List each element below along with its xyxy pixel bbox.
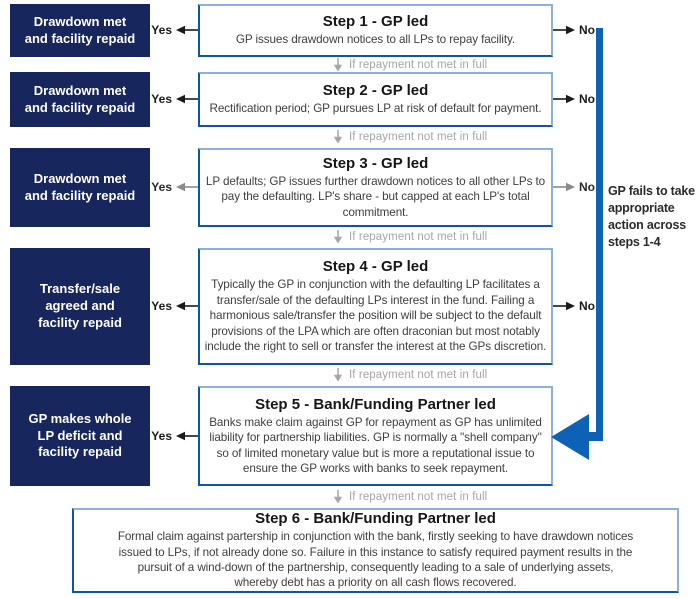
step-body-6: Formal claim against partership in conju…	[117, 530, 634, 590]
arrow-down-icon	[333, 58, 343, 72]
step-body-2: Rectification period; GP pursues LP at r…	[209, 102, 542, 116]
connector-label: If repayment not met in full	[349, 231, 488, 243]
arrow-down-icon	[333, 490, 343, 504]
step-title-2: Step 2 - GP led	[322, 82, 429, 100]
yes-connector-5: Yes	[148, 428, 198, 444]
connector-label: If repayment not met in full	[349, 491, 488, 503]
yes-connector-3: Yes	[148, 179, 198, 195]
no-connector-2: No	[553, 91, 595, 107]
arrow-left-icon	[176, 301, 198, 311]
repayment-connector-5: If repayment not met in full	[333, 489, 487, 505]
step-box-4: Step 4 - GP led Typically the GP in conj…	[198, 248, 553, 365]
step-body-1: GP issues drawdown notices to all LPs to…	[235, 33, 516, 47]
outcome-label-2: Drawdown met and facility repaid	[24, 82, 136, 115]
no-connector-4: No	[553, 298, 595, 314]
outcome-label-5: GP makes whole LP deficit and facility r…	[28, 410, 132, 460]
step-box-6: Step 6 - Bank/Funding Partner led Formal…	[72, 508, 679, 593]
outcome-label-1: Drawdown met and facility repaid	[24, 13, 136, 46]
side-note: GP fails to take appropriate action acro…	[608, 184, 695, 249]
no-connector-3: No	[553, 179, 595, 195]
outcome-box-3: Drawdown met and facility repaid	[10, 148, 150, 227]
repayment-connector-1: If repayment not met in full	[333, 57, 487, 73]
arrow-right-icon	[553, 301, 575, 311]
step-box-2: Step 2 - GP led Rectification period; GP…	[198, 72, 553, 127]
outcome-label-3: Drawdown met and facility repaid	[24, 170, 136, 203]
step-title-5: Step 5 - Bank/Funding Partner led	[255, 395, 496, 413]
step-body-3: LP defaults; GP issues further drawdown …	[205, 174, 546, 219]
repayment-connector-4: If repayment not met in full	[333, 367, 487, 383]
connector-label: If repayment not met in full	[349, 59, 488, 71]
arrow-right-icon	[553, 182, 575, 192]
connector-label: If repayment not met in full	[349, 369, 488, 381]
step-body-4: Typically the GP in conjunction with the…	[204, 278, 547, 354]
repayment-connector-3: If repayment not met in full	[333, 229, 487, 245]
no-label: No	[579, 92, 595, 106]
step-title-6: Step 6 - Bank/Funding Partner led	[255, 510, 496, 528]
escalation-line-elbow	[589, 432, 603, 441]
step-title-3: Step 3 - GP led	[322, 154, 429, 172]
no-label: No	[579, 180, 595, 194]
arrow-down-icon	[333, 230, 343, 244]
yes-connector-1: Yes	[148, 22, 198, 38]
step-body-5: Banks make claim against GP for repaymen…	[209, 415, 542, 475]
yes-label: Yes	[151, 429, 172, 443]
outcome-box-4: Transfer/sale agreed and facility repaid	[10, 248, 150, 365]
yes-label: Yes	[151, 92, 172, 106]
yes-label: Yes	[151, 299, 172, 313]
step-box-3: Step 3 - GP led LP defaults; GP issues f…	[198, 148, 553, 227]
arrow-left-icon	[176, 94, 198, 104]
yes-label: Yes	[151, 180, 172, 194]
outcome-box-5: GP makes whole LP deficit and facility r…	[10, 386, 150, 486]
step-box-5: Step 5 - Bank/Funding Partner led Banks …	[198, 386, 553, 486]
yes-connector-2: Yes	[148, 91, 198, 107]
step-box-1: Step 1 - GP led GP issues drawdown notic…	[198, 4, 553, 57]
arrow-down-icon	[333, 368, 343, 382]
step-title-4: Step 4 - GP led	[322, 258, 429, 276]
arrow-right-icon	[553, 25, 575, 35]
escalation-arrowhead-icon	[551, 414, 589, 460]
repayment-connector-2: If repayment not met in full	[333, 129, 487, 145]
yes-label: Yes	[151, 23, 172, 37]
arrow-right-icon	[553, 94, 575, 104]
escalation-line	[596, 28, 603, 441]
arrow-left-icon	[176, 431, 198, 441]
arrow-down-icon	[333, 130, 343, 144]
outcome-box-1: Drawdown met and facility repaid	[10, 4, 150, 57]
outcome-label-4: Transfer/sale agreed and facility repaid	[38, 281, 122, 330]
arrow-left-icon	[176, 182, 198, 192]
connector-label: If repayment not met in full	[349, 131, 488, 143]
step-title-1: Step 1 - GP led	[322, 13, 429, 31]
no-label: No	[579, 299, 595, 313]
arrow-left-icon	[176, 25, 198, 35]
no-connector-1: No	[553, 22, 595, 38]
yes-connector-4: Yes	[148, 298, 198, 314]
no-label: No	[579, 23, 595, 37]
outcome-box-2: Drawdown met and facility repaid	[10, 72, 150, 127]
